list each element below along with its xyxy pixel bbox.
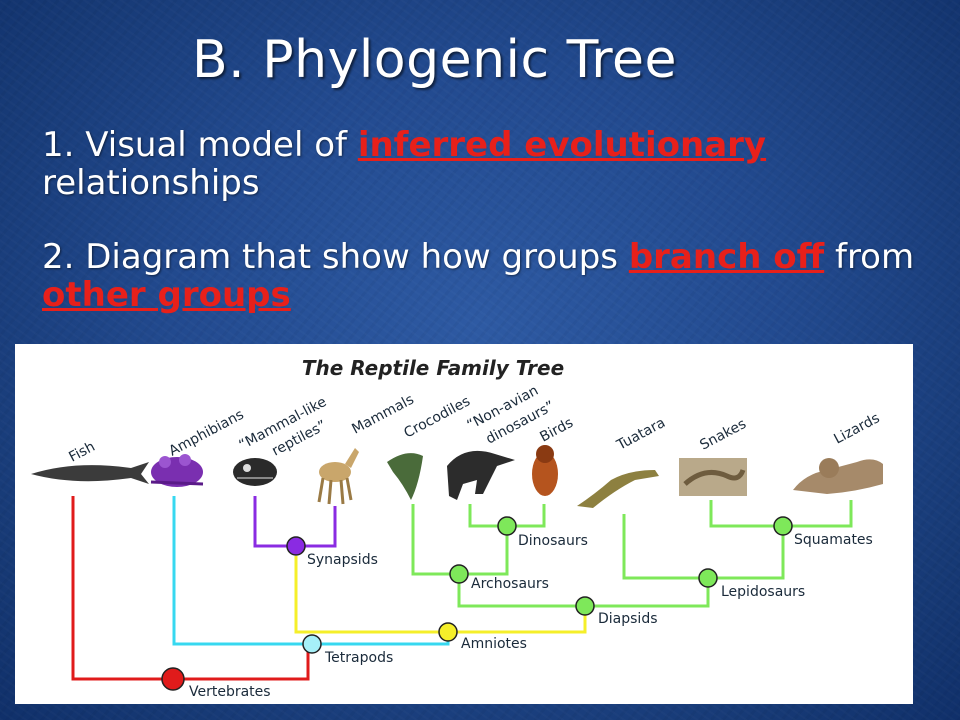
label-lizards: Lizards — [831, 410, 882, 447]
node-tetrapods — [302, 634, 322, 654]
lizard-image — [793, 458, 883, 494]
bullet-1-suffix: relationships — [42, 163, 260, 203]
node-vertebrates — [161, 667, 185, 691]
label-lepidosaurs: Lepidosaurs — [721, 584, 805, 600]
mammal-like-reptile-image — [233, 458, 277, 486]
tuatara-image — [577, 470, 659, 508]
mammal-image — [317, 448, 359, 505]
node-squamates — [773, 516, 793, 536]
node-amniotes — [438, 622, 458, 642]
bullet-2: 2. Diagram that show how groups branch o… — [42, 238, 942, 314]
bird-image — [532, 445, 558, 496]
bullet-2-highlight-2: other groups — [42, 275, 291, 315]
diagram-title: The Reptile Family Tree — [302, 356, 564, 380]
label-synapsids: Synapsids — [307, 552, 378, 568]
slide-title: B. Phylogenic Tree — [192, 30, 677, 90]
bullet-2-middle: from — [824, 237, 915, 277]
label-amniotes: Amniotes — [461, 636, 527, 652]
label-squamates: Squamates — [794, 532, 873, 548]
bullet-2-highlight-1: branch off — [628, 237, 825, 277]
label-diapsids: Diapsids — [598, 611, 658, 627]
bullet-1-prefix: 1. Visual model of — [42, 125, 358, 165]
snake-image — [679, 458, 747, 496]
label-tuatara: Tuatara — [613, 415, 668, 454]
label-fish: Fish — [66, 439, 97, 466]
label-dinosaurs: Dinosaurs — [518, 533, 588, 549]
bullet-1: 1. Visual model of inferred evolutionary… — [42, 126, 922, 202]
label-vertebrates: Vertebrates — [189, 684, 271, 700]
label-snakes: Snakes — [697, 416, 749, 454]
bullet-1-highlight: inferred evolutionary — [357, 125, 767, 165]
amphibian-image — [150, 454, 204, 487]
fish-image — [31, 462, 149, 484]
label-tetrapods: Tetrapods — [324, 650, 393, 666]
node-lepidosaurs — [698, 568, 718, 588]
node-dinosaurs — [497, 516, 517, 536]
label-archosaurs: Archosaurs — [471, 576, 549, 592]
tree-svg: The Reptile Family Tree Fish Amphibians … — [31, 356, 883, 700]
bullet-2-prefix: 2. Diagram that show how groups — [42, 237, 629, 277]
node-diapsids — [575, 596, 595, 616]
crocodile-image — [387, 453, 423, 500]
reptile-family-tree-diagram: The Reptile Family Tree Fish Amphibians … — [15, 344, 913, 704]
label-amphibians: Amphibians — [166, 407, 246, 460]
node-synapsids — [286, 536, 306, 556]
dinosaur-image — [447, 450, 515, 500]
node-archosaurs — [449, 564, 469, 584]
